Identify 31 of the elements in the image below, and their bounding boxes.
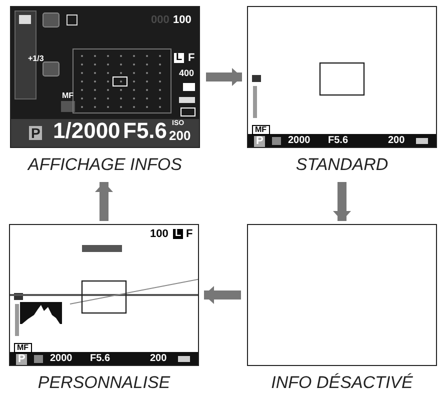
screen-readout: +1/3	[28, 55, 44, 63]
screen-readout: 200	[150, 354, 167, 364]
screen-mode-caption: PERSONNALISE	[36, 374, 172, 391]
screen-readout: 200	[169, 129, 191, 142]
mode-indicator: P	[29, 126, 42, 140]
arrow	[206, 68, 242, 86]
screen-readout: 1/2000	[53, 120, 120, 142]
screen-readout: L	[173, 229, 184, 239]
screen-readout: 2000	[50, 354, 72, 364]
screen-readout: 2000	[288, 136, 310, 146]
mode-indicator: P	[254, 136, 266, 147]
screen-readout: F	[188, 53, 195, 64]
screen-readout: MF	[62, 92, 74, 100]
screen-readout: 100	[150, 229, 168, 240]
screen-readout: F5.6	[123, 120, 168, 142]
screen-readout: L	[174, 53, 184, 63]
focus-mode-indicator: MF	[252, 125, 270, 135]
arrow	[333, 182, 351, 221]
screen-mode-caption: AFFICHAGE INFOS	[26, 156, 183, 173]
screen-readout: F5.6	[90, 354, 110, 364]
screen-readout: 100	[173, 15, 192, 26]
focus-mode-indicator: MF	[14, 343, 32, 353]
screen-readout: 400	[179, 69, 194, 78]
screen-readout: 200	[388, 136, 405, 146]
arrow	[95, 182, 113, 221]
mode-indicator: P	[16, 354, 28, 365]
screen-readout: F	[186, 229, 193, 240]
screen-readout: F5.6	[328, 136, 348, 146]
screen-mode-caption: STANDARD	[294, 156, 390, 173]
screen-mode-caption: INFO DÉSACTIVÉ	[270, 374, 414, 391]
arrow	[204, 286, 241, 304]
